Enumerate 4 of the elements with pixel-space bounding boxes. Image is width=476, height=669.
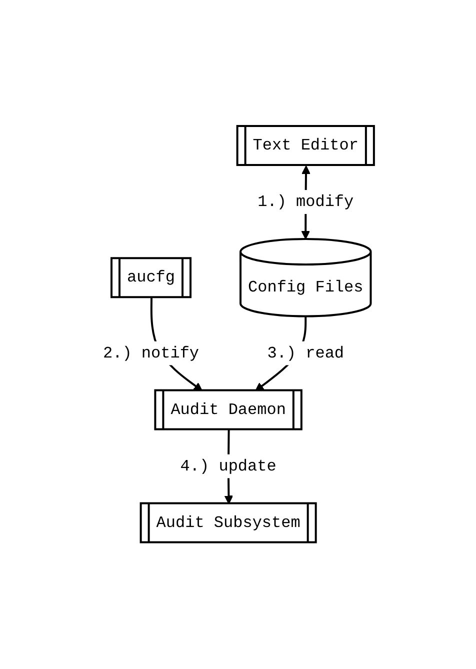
- edge-label: 2.) notify: [102, 344, 199, 363]
- edge-label: 1.) modify: [257, 193, 354, 212]
- edge-label: 4.) update: [180, 458, 276, 476]
- edge-label: 3.) read: [266, 344, 344, 363]
